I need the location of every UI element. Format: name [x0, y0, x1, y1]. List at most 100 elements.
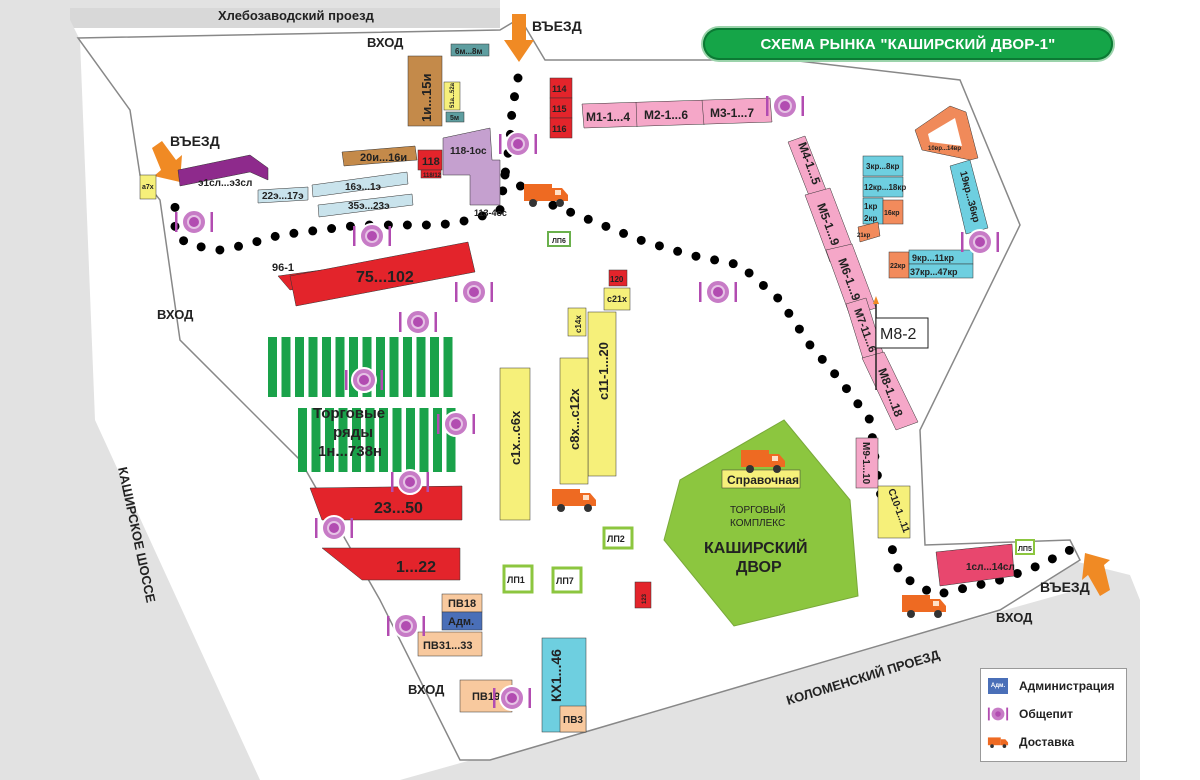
info-desk-label: Справочная — [727, 473, 799, 487]
trade-row-stall[interactable] — [419, 408, 429, 472]
block-16e-1e[interactable] — [311, 171, 409, 198]
info-desk[interactable] — [721, 469, 801, 489]
block-pv19-label: ПВ19 — [472, 691, 500, 703]
trade-row-stall[interactable] — [433, 408, 442, 472]
trade-row-stall[interactable] — [392, 408, 402, 472]
block-lp5[interactable] — [1015, 539, 1035, 555]
block-e1sl[interactable] — [177, 154, 269, 187]
trade-row-stall[interactable] — [389, 337, 399, 397]
block-3kr-8kr-label: 3кр...8кр — [866, 162, 899, 171]
block-c8x-c12x[interactable] — [559, 357, 589, 485]
block-37kr-47kr[interactable] — [908, 263, 974, 279]
map-title-banner: СХЕМА РЫНКА "КАШИРСКИЙ ДВОР-1" — [703, 28, 1113, 60]
block-123-label: 123 — [642, 593, 648, 604]
block-6m-8m-label: 6м...8м — [455, 47, 482, 56]
block-3kr-8kr[interactable] — [862, 155, 904, 177]
block-c1x-c6x-label: с1х...с6х — [508, 410, 523, 465]
block-m8-2-label: М8-2 — [880, 326, 917, 343]
block-19kr-36kr[interactable] — [949, 159, 989, 235]
trade-row-stall[interactable] — [416, 337, 426, 397]
block-1sl-14sl[interactable] — [935, 543, 1015, 587]
trade-row-stall[interactable] — [430, 337, 439, 397]
block-22e-17e[interactable] — [257, 186, 309, 204]
trade-row-stall[interactable] — [298, 408, 307, 472]
block-c21x-label: с21х — [607, 294, 627, 304]
block-75-102-label: 75...102 — [356, 269, 414, 286]
legend-admin-label: Администрация — [1019, 679, 1115, 693]
block-116[interactable] — [549, 117, 573, 139]
block-16e-1e-label: 16э...1э — [345, 182, 382, 193]
block-lp2[interactable] — [602, 526, 634, 550]
trade-row-stall[interactable] — [335, 337, 345, 397]
block-123[interactable] — [634, 581, 652, 609]
block-lp7[interactable] — [551, 566, 583, 594]
block-51a-52a[interactable] — [443, 81, 461, 111]
block-pv3[interactable] — [559, 705, 587, 733]
block-120[interactable] — [608, 269, 628, 287]
block-21kr[interactable] — [857, 221, 881, 243]
block-c10[interactable] — [877, 485, 911, 539]
block-a7x[interactable] — [139, 174, 157, 200]
block-c21x[interactable] — [603, 287, 631, 311]
block-6m-8m[interactable] — [450, 43, 490, 57]
entry-label-left: ВЪЕЗД — [170, 133, 220, 149]
food-plate-icon — [987, 705, 1009, 723]
block-114-label: 114 — [552, 84, 567, 94]
trade-row-stall[interactable] — [308, 337, 318, 397]
block-1i-15i[interactable] — [407, 55, 443, 127]
block-75-102[interactable] — [289, 241, 476, 307]
block-1kr-label: 1кр — [864, 202, 877, 211]
trade-row-stall[interactable] — [322, 337, 331, 397]
block-5m-label: 5м — [450, 115, 459, 122]
entry-label-right: ВЪЕЗД — [1040, 579, 1090, 595]
block-35e-23e[interactable] — [317, 193, 414, 218]
entry-arrow-icon — [152, 141, 182, 182]
trade-row-stall[interactable] — [406, 408, 415, 472]
block-9kr-11kr-label: 9кр...11кр — [912, 253, 955, 263]
trade-row-stall[interactable] — [311, 408, 321, 472]
block-5m[interactable] — [445, 111, 465, 123]
block-m1[interactable] — [581, 97, 773, 129]
block-16kr[interactable] — [882, 199, 904, 225]
block-1-22[interactable] — [321, 547, 461, 581]
block-22e-17e-label: 22э...17э — [262, 191, 304, 202]
trade-row-stall[interactable] — [338, 408, 348, 472]
trade-row-stall[interactable] — [325, 408, 334, 472]
trade-row-stall[interactable] — [281, 337, 291, 397]
trade-row-stall[interactable] — [446, 408, 456, 472]
trade-row-stall[interactable] — [362, 337, 372, 397]
trade-row-stall[interactable] — [268, 337, 277, 397]
vhod-label-top: ВХОД — [367, 35, 404, 50]
block-118-1os[interactable] — [442, 127, 501, 206]
block-c11-1-20[interactable] — [587, 311, 617, 477]
block-e1sl-label: э1сл...э3сл — [198, 178, 252, 189]
trade-row-stall[interactable] — [349, 337, 358, 397]
block-m9[interactable] — [855, 437, 879, 489]
block-lp1[interactable] — [502, 564, 534, 594]
block-c11-1-20-label: с11-1...20 — [596, 342, 611, 400]
block-lp5-label: ЛП5 — [1018, 546, 1032, 553]
trade-rows-label-2: ряды — [333, 424, 373, 441]
trade-row-stall[interactable] — [352, 408, 361, 472]
block-c1x-c6x[interactable] — [499, 367, 531, 521]
trade-row-stall[interactable] — [365, 408, 375, 472]
block-m8-2[interactable] — [875, 317, 929, 349]
block-c14x[interactable] — [567, 307, 587, 337]
block-1i-15i-label: 1и...15и — [419, 73, 434, 122]
trade-row-stall[interactable] — [403, 337, 412, 397]
legend-delivery: Доставка — [987, 731, 1074, 753]
trade-row-stall[interactable] — [443, 337, 453, 397]
block-12kr-18kr[interactable] — [862, 176, 904, 198]
trade-row-stall[interactable] — [295, 337, 304, 397]
trade-complex-building[interactable] — [663, 419, 859, 627]
block-20i-16i[interactable] — [341, 145, 418, 167]
block-118-12[interactable] — [420, 169, 442, 179]
block-1sl-14sl-label: 1сл...14сл — [966, 562, 1015, 573]
block-adm[interactable] — [441, 611, 483, 631]
trade-rows[interactable] — [268, 337, 456, 472]
road-label-top: Хлебозаводский проезд — [218, 8, 375, 23]
trade-row-stall[interactable] — [376, 337, 385, 397]
trade-row-stall[interactable] — [379, 408, 388, 472]
block-lp6[interactable] — [547, 231, 571, 247]
block-pv31-33[interactable] — [417, 631, 483, 657]
